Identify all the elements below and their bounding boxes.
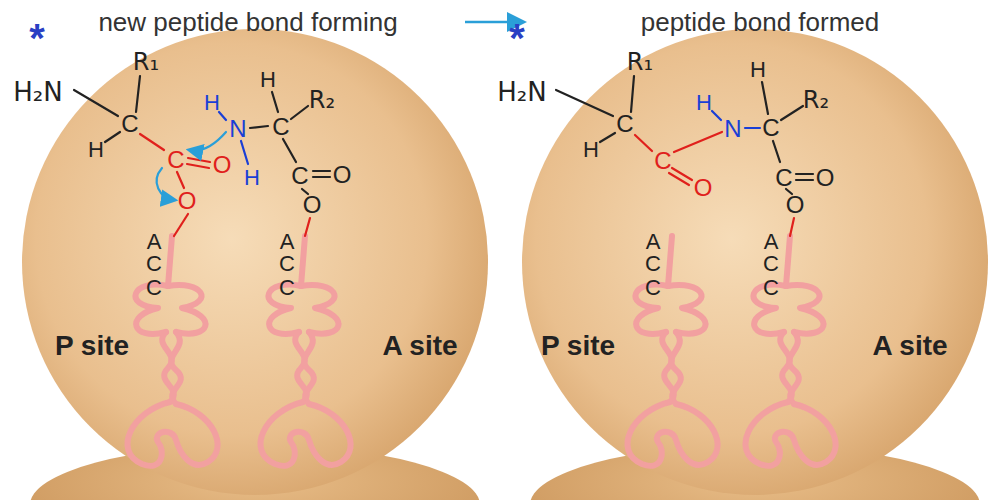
acceptor-base: C (146, 253, 162, 275)
atom-label: H (696, 92, 712, 114)
atom-label: O (178, 189, 197, 213)
atom-label: O (786, 193, 805, 217)
acceptor-base: A (764, 231, 779, 253)
amino-group: H₂N (497, 79, 546, 105)
acceptor-base: A (280, 231, 295, 253)
atom-label: H (260, 69, 276, 91)
atom-label: H (204, 92, 220, 114)
atom-label: C (654, 149, 671, 173)
amino-terminus-mark: * (509, 18, 525, 58)
acceptor-base: C (645, 253, 661, 275)
site-label: A site (872, 332, 947, 360)
step-title: peptide bond formed (641, 9, 880, 35)
atom-label: H (244, 167, 260, 189)
atom-label: C (272, 115, 289, 139)
side-chain: R₁ (627, 50, 653, 74)
atom-label: O (694, 176, 713, 200)
atom-label: H (583, 139, 599, 161)
atom-label: N (724, 117, 741, 141)
acceptor-base: C (645, 277, 661, 299)
atom-label: C (167, 148, 184, 172)
amino-group: H₂N (13, 79, 62, 105)
acceptor-base: C (763, 253, 779, 275)
acceptor-base: C (763, 277, 779, 299)
acceptor-base: C (279, 277, 295, 299)
site-label: P site (55, 332, 129, 360)
step-title: new peptide bond forming (98, 9, 397, 35)
site-label: P site (541, 332, 615, 360)
atom-label: H (750, 59, 766, 81)
atom-label: O (816, 166, 835, 190)
atom-label: C (616, 112, 633, 136)
acceptor-base: C (279, 253, 295, 275)
atom-label: H (88, 139, 104, 161)
atom-label: C (121, 112, 138, 136)
side-chain: R₂ (309, 88, 335, 112)
atom-label: O (303, 193, 322, 217)
side-chain: R₂ (803, 88, 829, 112)
atom-label: C (762, 116, 779, 140)
acceptor-base: C (146, 277, 162, 299)
acceptor-base: A (147, 231, 162, 253)
atom-label: C (775, 166, 792, 190)
atom-label: C (291, 164, 308, 188)
atom-label: O (213, 153, 232, 177)
site-label: A site (382, 332, 457, 360)
amino-terminus-mark: * (29, 18, 45, 58)
acceptor-base: A (646, 231, 661, 253)
side-chain: R₁ (133, 50, 159, 74)
atom-label: N (229, 117, 246, 141)
atom-label: O (333, 163, 352, 187)
